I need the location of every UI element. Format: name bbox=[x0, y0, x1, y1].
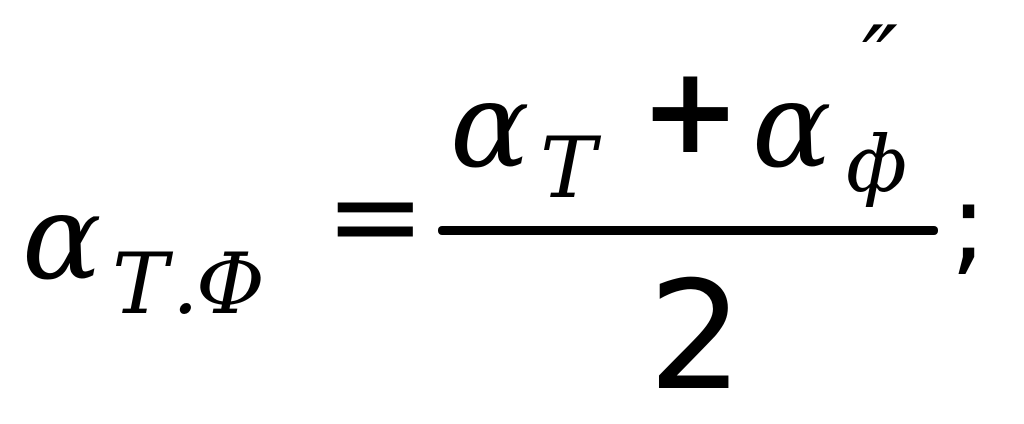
fraction-bar bbox=[438, 226, 938, 235]
lhs-subscript-t: T bbox=[112, 235, 169, 333]
lhs-subscript-phi: Φ bbox=[196, 235, 265, 333]
semicolon: ; bbox=[950, 159, 988, 287]
lhs-alpha: α bbox=[22, 168, 102, 306]
lhs-subscript-dot: . bbox=[172, 235, 199, 333]
plus-sign: + bbox=[640, 42, 741, 181]
numerator-alpha-2: α bbox=[752, 56, 832, 194]
numerator-subscript-phi: ф bbox=[846, 120, 908, 210]
equals-sign: = bbox=[325, 147, 426, 286]
double-prime-mark: ″ bbox=[862, 6, 898, 118]
numerator-alpha-1: α bbox=[450, 56, 530, 194]
denominator-two: 2 bbox=[648, 250, 744, 424]
numerator-subscript-t: T bbox=[540, 119, 597, 217]
